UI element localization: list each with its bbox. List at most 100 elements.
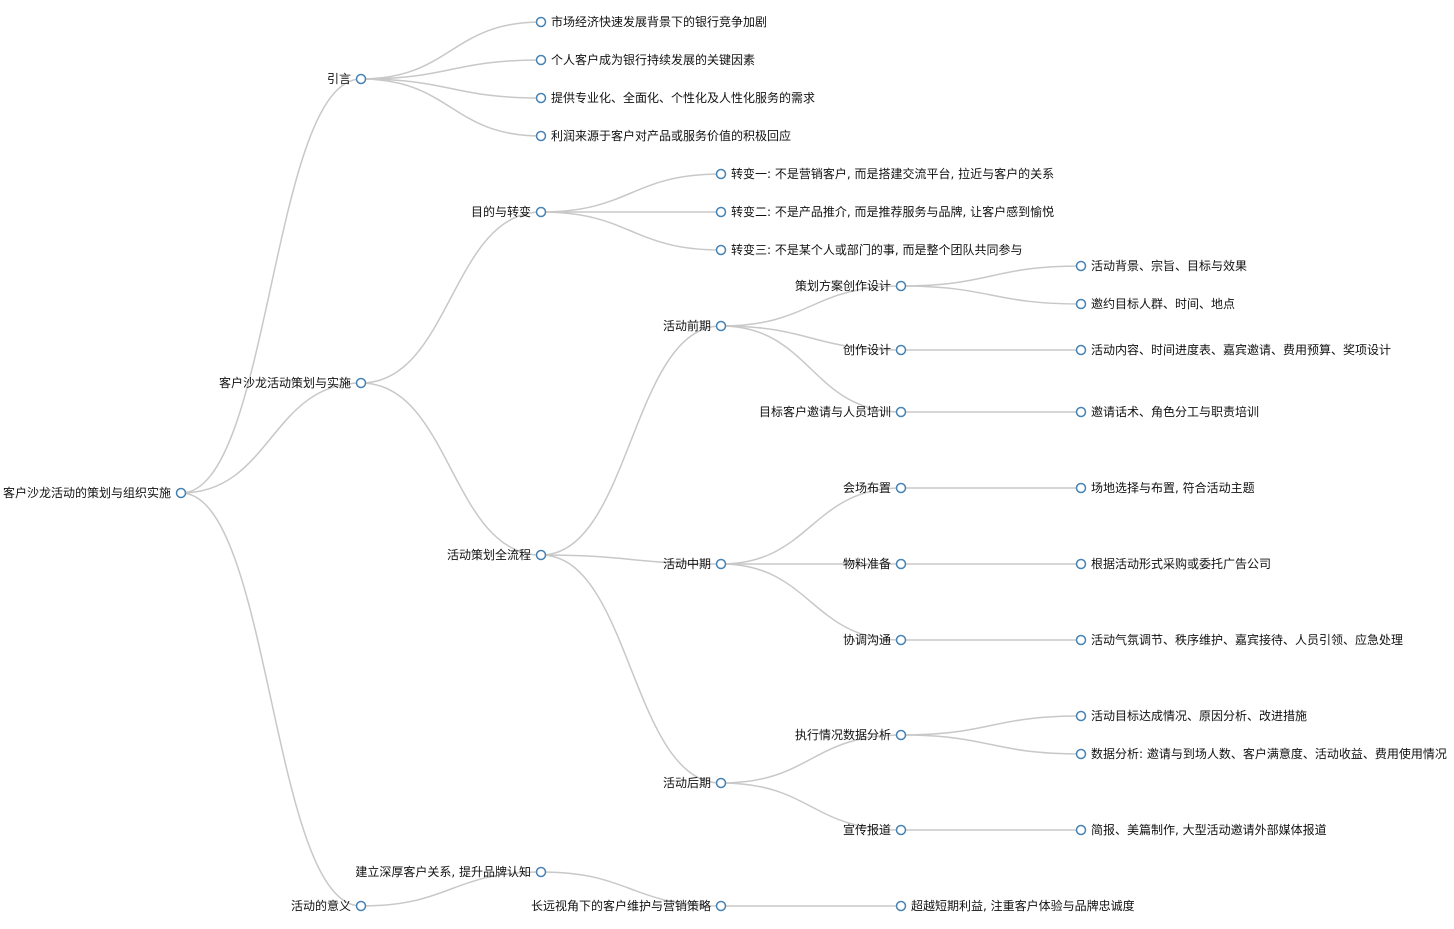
node-circle-icon[interactable]	[715, 320, 727, 332]
node-circle-icon[interactable]	[535, 130, 547, 142]
node-circle-icon[interactable]	[1075, 260, 1087, 272]
node-circle-icon[interactable]	[535, 16, 547, 28]
tree-leaf[interactable]: 转变三: 不是某个人或部门的事, 而是整个团队共同参与	[715, 242, 1023, 257]
tree-leaf[interactable]: 提供专业化、全面化、个性化及人性化服务的需求	[535, 90, 816, 105]
node-circle-icon[interactable]	[175, 487, 187, 499]
node-circle-icon[interactable]	[535, 206, 547, 218]
node-circle-icon[interactable]	[535, 54, 547, 66]
tree-node[interactable]: 建立深厚客户关系, 提升品牌认知	[355, 864, 547, 879]
node-circle-icon[interactable]	[715, 900, 727, 912]
tree-link	[180, 78, 362, 494]
tree-link	[360, 21, 542, 80]
node-label: 利润来源于客户对产品或服务价值的积极回应	[551, 128, 791, 143]
tree-node[interactable]: 执行情况数据分析	[795, 727, 907, 742]
tree-leaf[interactable]: 转变一: 不是营销客户, 而是搭建交流平台, 拉近与客户的关系	[715, 166, 1055, 181]
tree-leaf[interactable]: 简报、美篇制作, 大型活动邀请外部媒体报道	[1075, 822, 1327, 837]
tree-leaf[interactable]: 根据活动形式采购或委托广告公司	[1075, 556, 1272, 571]
tree-link	[540, 211, 722, 251]
node-circle-icon[interactable]	[535, 92, 547, 104]
tree-link	[900, 715, 1082, 736]
node-label: 客户沙龙活动的策划与组织实施	[3, 485, 171, 500]
tree-leaf[interactable]: 活动气氛调节、秩序维护、嘉宾接待、人员引领、应急处理	[1075, 632, 1404, 647]
node-label: 活动策划全流程	[447, 547, 531, 562]
tree-leaf[interactable]: 数据分析: 邀请与到场人数、客户满意度、活动收益、费用使用情况	[1075, 746, 1447, 761]
node-label: 活动目标达成情况、原因分析、改进措施	[1091, 709, 1307, 723]
node-label: 活动气氛调节、秩序维护、嘉宾接待、人员引领、应急处理	[1091, 632, 1403, 647]
node-circle-icon[interactable]	[895, 824, 907, 836]
tree-leaf[interactable]: 超越短期利益, 注重客户体验与品牌忠诚度	[895, 898, 1135, 913]
node-circle-icon[interactable]	[715, 777, 727, 789]
node-label: 超越短期利益, 注重客户体验与品牌忠诚度	[911, 898, 1135, 913]
node-circle-icon[interactable]	[1075, 482, 1087, 494]
node-circle-icon[interactable]	[1075, 824, 1087, 836]
tree-node[interactable]: 物料准备	[843, 557, 907, 571]
node-label: 物料准备	[843, 557, 891, 571]
tree-node[interactable]: 活动策划全流程	[447, 547, 547, 562]
tree-leaf[interactable]: 活动目标达成情况、原因分析、改进措施	[1075, 709, 1308, 723]
node-circle-icon[interactable]	[1075, 558, 1087, 570]
tree-leaf[interactable]: 邀约目标人群、时间、地点	[1075, 296, 1236, 311]
tree-leaf[interactable]: 活动内容、时间进度表、嘉宾邀请、费用预算、奖项设计	[1075, 342, 1392, 357]
node-circle-icon[interactable]	[1075, 748, 1087, 760]
node-circle-icon[interactable]	[895, 729, 907, 741]
node-circle-icon[interactable]	[1075, 710, 1087, 722]
node-circle-icon[interactable]	[895, 900, 907, 912]
node-circle-icon[interactable]	[1075, 344, 1087, 356]
node-circle-icon[interactable]	[895, 634, 907, 646]
tree-link	[540, 554, 722, 784]
node-circle-icon[interactable]	[355, 73, 367, 85]
tree-link	[360, 59, 542, 80]
tree-node[interactable]: 引言	[327, 72, 367, 86]
node-circle-icon[interactable]	[895, 482, 907, 494]
tree-leaf[interactable]: 活动背景、宗旨、目标与效果	[1075, 258, 1248, 273]
node-circle-icon[interactable]	[895, 344, 907, 356]
tree-leaf[interactable]: 个人客户成为银行持续发展的关键因素	[535, 52, 756, 67]
node-circle-icon[interactable]	[1075, 406, 1087, 418]
tree-link	[360, 211, 542, 384]
tree-leaf[interactable]: 邀请话术、角色分工与职责培训	[1075, 404, 1260, 419]
tree-link	[900, 265, 1082, 287]
node-circle-icon[interactable]	[715, 168, 727, 180]
tree-node[interactable]: 活动的意义	[291, 898, 367, 913]
tree-node[interactable]: 会场布置	[843, 481, 907, 495]
node-circle-icon[interactable]	[895, 558, 907, 570]
tree-node[interactable]: 活动后期	[663, 776, 727, 790]
tree-node[interactable]: 长远视角下的客户维护与营销策略	[531, 898, 727, 913]
node-circle-icon[interactable]	[355, 900, 367, 912]
node-label: 宣传报道	[843, 822, 891, 837]
node-label: 协调沟通	[843, 632, 891, 647]
node-circle-icon[interactable]	[895, 280, 907, 292]
tree-leaf[interactable]: 转变二: 不是产品推介, 而是推荐服务与品牌, 让客户感到愉悦	[715, 204, 1055, 219]
tree-leaf[interactable]: 利润来源于客户对产品或服务价值的积极回应	[535, 128, 792, 143]
tree-node[interactable]: 协调沟通	[843, 632, 907, 647]
tree-node[interactable]: 宣传报道	[843, 822, 907, 837]
node-circle-icon[interactable]	[1075, 634, 1087, 646]
node-circle-icon[interactable]	[895, 406, 907, 418]
node-circle-icon[interactable]	[535, 866, 547, 878]
node-circle-icon[interactable]	[715, 558, 727, 570]
tree-leaf[interactable]: 场地选择与布置, 符合活动主题	[1075, 480, 1255, 495]
node-label: 场地选择与布置, 符合活动主题	[1091, 480, 1255, 495]
tree-node[interactable]: 目的与转变	[471, 204, 547, 219]
tree-node[interactable]: 活动前期	[663, 318, 727, 333]
tree-node[interactable]: 目标客户邀请与人员培训	[759, 404, 907, 419]
tree-link	[540, 173, 722, 213]
node-circle-icon[interactable]	[1075, 298, 1087, 310]
tree-link	[360, 382, 542, 556]
node-label: 建立深厚客户关系, 提升品牌认知	[355, 864, 531, 879]
tree-node[interactable]: 客户沙龙活动策划与实施	[219, 375, 367, 390]
tree-node[interactable]: 活动中期	[663, 556, 727, 571]
node-circle-icon[interactable]	[715, 244, 727, 256]
tree-node[interactable]: 创作设计	[843, 343, 907, 357]
node-label: 简报、美篇制作, 大型活动邀请外部媒体报道	[1091, 822, 1327, 837]
node-label: 转变二: 不是产品推介, 而是推荐服务与品牌, 让客户感到愉悦	[731, 204, 1054, 219]
node-circle-icon[interactable]	[355, 377, 367, 389]
tree-link	[900, 285, 1082, 305]
tree-node[interactable]: 策划方案创作设计	[795, 278, 907, 293]
node-label: 目标客户邀请与人员培训	[759, 404, 891, 419]
tree-leaf[interactable]: 市场经济快速发展背景下的银行竞争加剧	[535, 14, 768, 29]
tree-node[interactable]: 客户沙龙活动的策划与组织实施	[3, 485, 187, 500]
node-circle-icon[interactable]	[715, 206, 727, 218]
node-circle-icon[interactable]	[535, 549, 547, 561]
node-label: 会场布置	[843, 481, 891, 495]
